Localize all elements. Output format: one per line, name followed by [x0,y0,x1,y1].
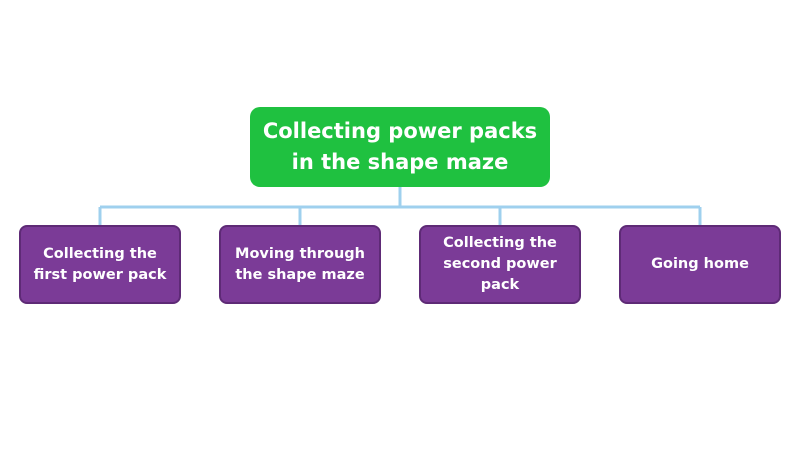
child-node-2: Moving through the shape maze [219,225,381,304]
child-node-label: Collecting the first power pack [33,245,167,283]
child-node-label: Moving through the shape maze [235,245,365,283]
root-node-label: Collecting power packs in the shape maze [262,119,538,174]
child-node-1: Collecting the first power pack [19,225,181,304]
root-node: Collecting power packs in the shape maze [250,107,550,187]
child-node-label: Collecting the second power pack [443,235,557,293]
child-node-3: Collecting the second power pack [419,225,581,304]
child-node-label: Going home [651,256,749,272]
child-node-4: Going home [619,225,781,304]
